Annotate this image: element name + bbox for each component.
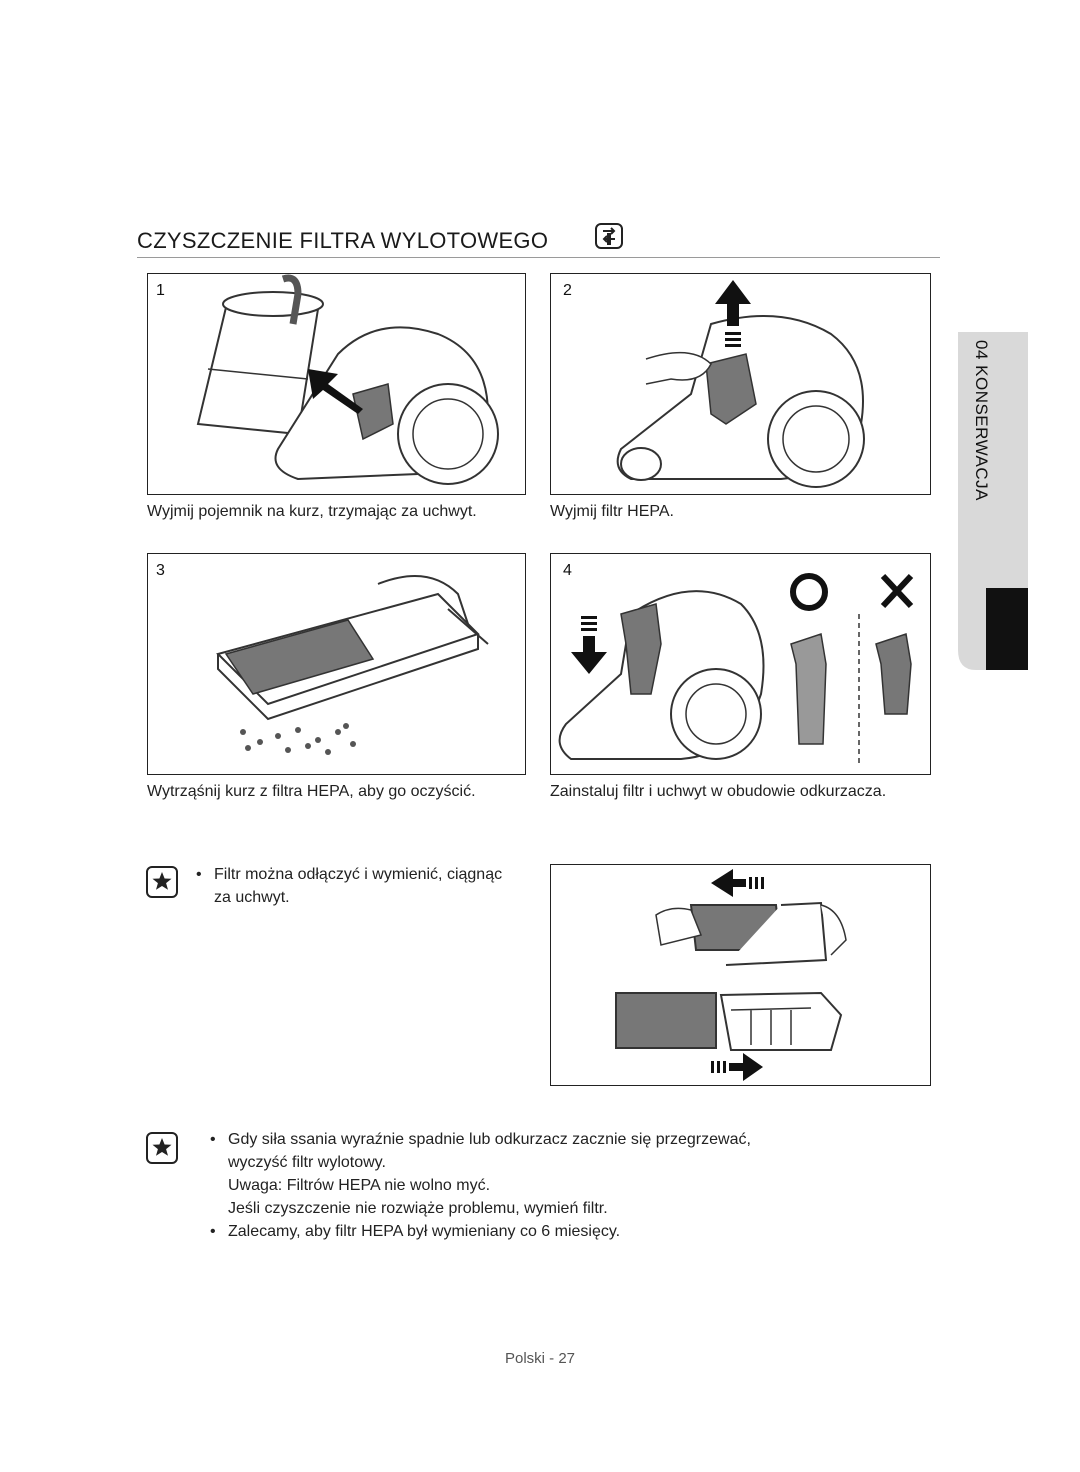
chapter-tab — [958, 332, 1028, 670]
note-2-line-1: Gdy siła ssania wyraźnie spadnie lub odk… — [228, 1131, 751, 1148]
remove-dust-bin-drawing — [196, 274, 499, 485]
section-title: CZYSZCZENIE FILTRA WYLOTOWEGO — [137, 228, 549, 253]
star-note-icon — [145, 1131, 179, 1165]
step-2-caption: Wyjmij filtr HEPA. — [550, 503, 674, 520]
note-1-bullet: Filtr można odłączyć i wymienić, ciągnąc… — [196, 863, 516, 909]
detach-filter-drawing — [615, 869, 847, 1081]
note-2: Gdy siła ssania wyraźnie spadnie lub odk… — [210, 1128, 910, 1243]
step-1-caption: Wyjmij pojemnik na kurz, trzymając za uc… — [147, 503, 477, 520]
note-2-line-3: Uwaga: Filtrów HEPA nie wolno myć. — [228, 1177, 491, 1194]
step-2-number: 2 — [563, 282, 572, 299]
chapter-tab-marker — [986, 588, 1028, 670]
install-hepa-filter-drawing — [558, 573, 914, 764]
step-4-number: 4 — [563, 562, 572, 579]
title-rule — [137, 257, 940, 258]
detach-filter-illustration — [550, 864, 931, 1086]
step-1-number: 1 — [156, 282, 165, 299]
page-footer: Polski - 27 — [504, 1350, 576, 1367]
remove-hepa-filter-drawing — [616, 280, 865, 488]
note-2-bullet-1: Gdy siła ssania wyraźnie spadnie lub odk… — [210, 1128, 910, 1220]
step-1-illustration: 1 — [147, 273, 526, 495]
step-3-caption: Wytrząśnij kurz z filtra HEPA, aby go oc… — [147, 783, 476, 800]
shake-hepa-filter-drawing — [216, 575, 489, 755]
step-4-illustration: 4 — [550, 553, 931, 775]
step-3-number: 3 — [156, 562, 165, 579]
step-2-illustration: 2 — [550, 273, 931, 495]
chapter-label: 04 KONSERWACJA — [972, 340, 991, 501]
star-note-icon — [145, 865, 179, 899]
step-4-caption: Zainstaluj filtr i uchwyt w obudowie odk… — [550, 783, 887, 800]
note-1: Filtr można odłączyć i wymienić, ciągnąc… — [196, 863, 516, 909]
step-3-illustration: 3 — [147, 553, 526, 775]
note-2-bullet-2: Zalecamy, aby filtr HEPA był wymieniany … — [210, 1220, 910, 1243]
filter-exchange-icon — [594, 222, 624, 250]
note-2-line-2: wyczyść filtr wylotowy. — [228, 1154, 386, 1171]
note-2-line-4: Jeśli czyszczenie nie rozwiąże problemu,… — [228, 1200, 608, 1217]
